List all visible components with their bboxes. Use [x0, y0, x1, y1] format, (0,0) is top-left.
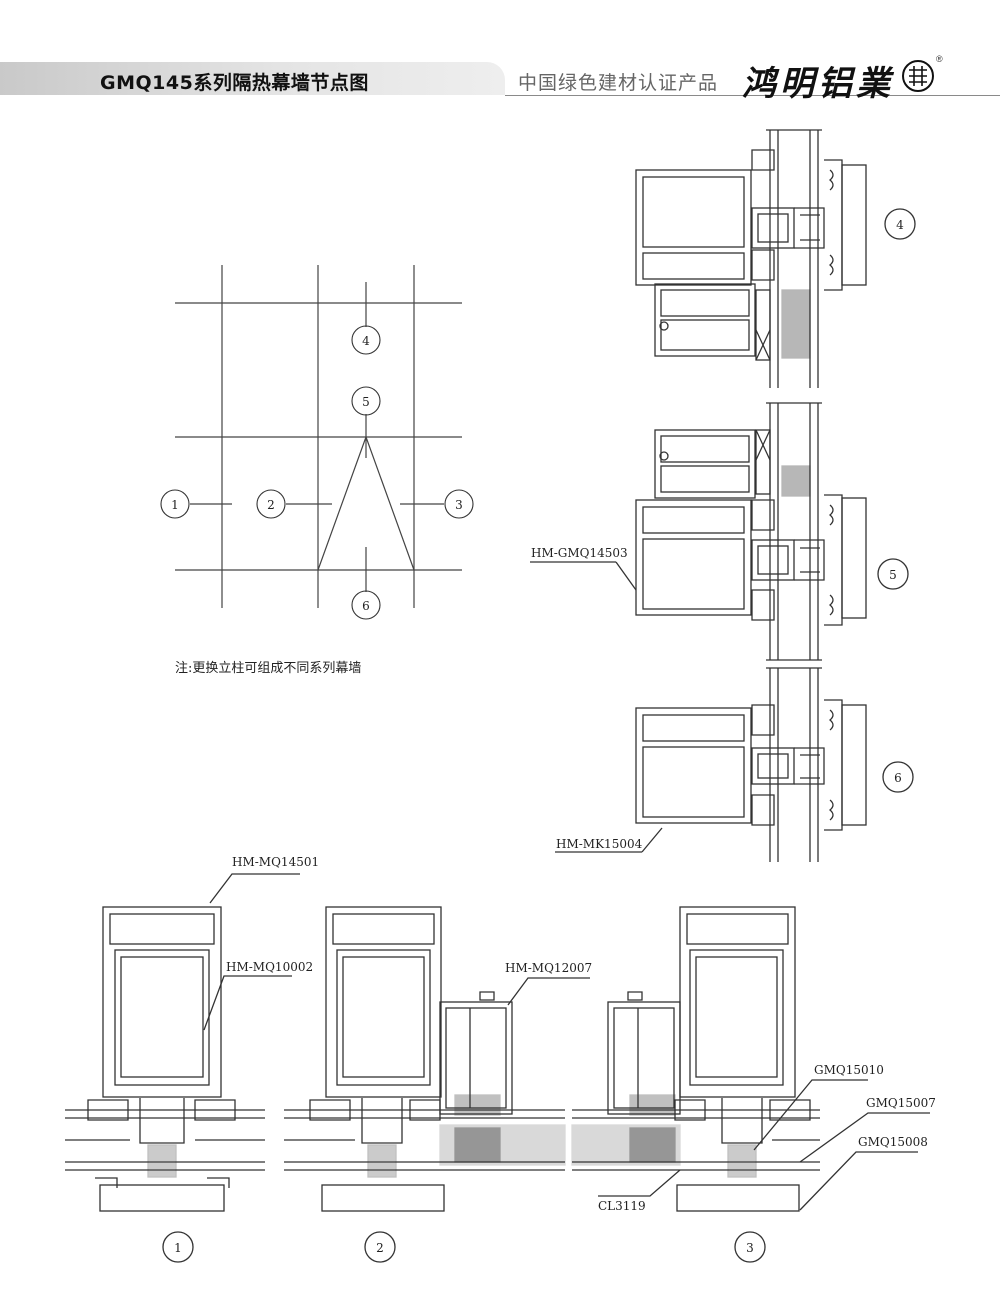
label-hm-mq10002: HM-MQ10002	[226, 960, 313, 974]
section-marker-5	[877, 558, 909, 590]
page-title: GMQ145系列隔热幕墙节点图	[100, 72, 369, 94]
grid-label-3: 3	[455, 498, 463, 512]
grid-label-2: 2	[267, 498, 275, 512]
section-label-6: 6	[894, 771, 902, 785]
grid-marker-6	[351, 590, 381, 620]
label-gmq15007: GMQ15007	[866, 1096, 936, 1110]
section-label-4: 4	[896, 218, 904, 232]
label-gmq15008: GMQ15008	[858, 1135, 928, 1149]
label-cl3119: CL3119	[598, 1199, 646, 1213]
label-hm-gmq14503: HM-GMQ14503	[531, 546, 628, 560]
label-gmq15010: GMQ15010	[814, 1063, 884, 1077]
grid-marker-2	[256, 489, 286, 519]
drawing-note: 注:更换立柱可组成不同系列幕墙	[175, 661, 362, 676]
label-hm-mq12007: HM-MQ12007	[505, 961, 592, 975]
grid-marker-4	[351, 325, 381, 355]
section-label-1: 1	[174, 1241, 182, 1255]
section-label-3: 3	[746, 1241, 754, 1255]
elevation-grid	[175, 265, 462, 608]
section-marker-3	[734, 1231, 766, 1263]
section-2-detail	[284, 906, 566, 1212]
label-hm-mk15004: HM-MK15004	[556, 837, 643, 851]
grid-marker-3	[444, 489, 474, 519]
section-3-detail	[571, 906, 820, 1212]
section-6-detail	[635, 667, 867, 862]
section-marker-4	[884, 208, 916, 240]
section-marker-2	[364, 1231, 396, 1263]
page-header: GMQ145系列隔热幕墙节点图 中国绿色建材认证产品 鸿明铝業 ®	[0, 0, 1000, 110]
section-marker-6	[882, 761, 914, 793]
grid-label-4: 4	[362, 334, 370, 348]
section-5-detail	[635, 402, 867, 661]
section-4-detail	[635, 129, 867, 388]
grid-markers	[160, 325, 474, 620]
label-hm-mq14501: HM-MQ14501	[232, 855, 319, 869]
section-label-5: 5	[889, 568, 897, 582]
grid-label-5: 5	[362, 395, 370, 409]
brand-seal-icon	[902, 60, 934, 92]
header-rule	[505, 95, 1000, 96]
grid-label-1: 1	[171, 498, 179, 512]
section-marker-1	[162, 1231, 194, 1263]
brand-logo-text: 鸿明铝業	[742, 64, 894, 104]
grid-marker-1	[160, 489, 190, 519]
section-1-detail	[65, 906, 265, 1212]
grid-marker-5	[351, 386, 381, 416]
title-band	[0, 62, 505, 95]
registered-mark: ®	[936, 54, 943, 64]
section-label-2: 2	[376, 1241, 384, 1255]
certification-label: 中国绿色建材认证产品	[518, 72, 719, 94]
grid-label-6: 6	[362, 599, 370, 613]
